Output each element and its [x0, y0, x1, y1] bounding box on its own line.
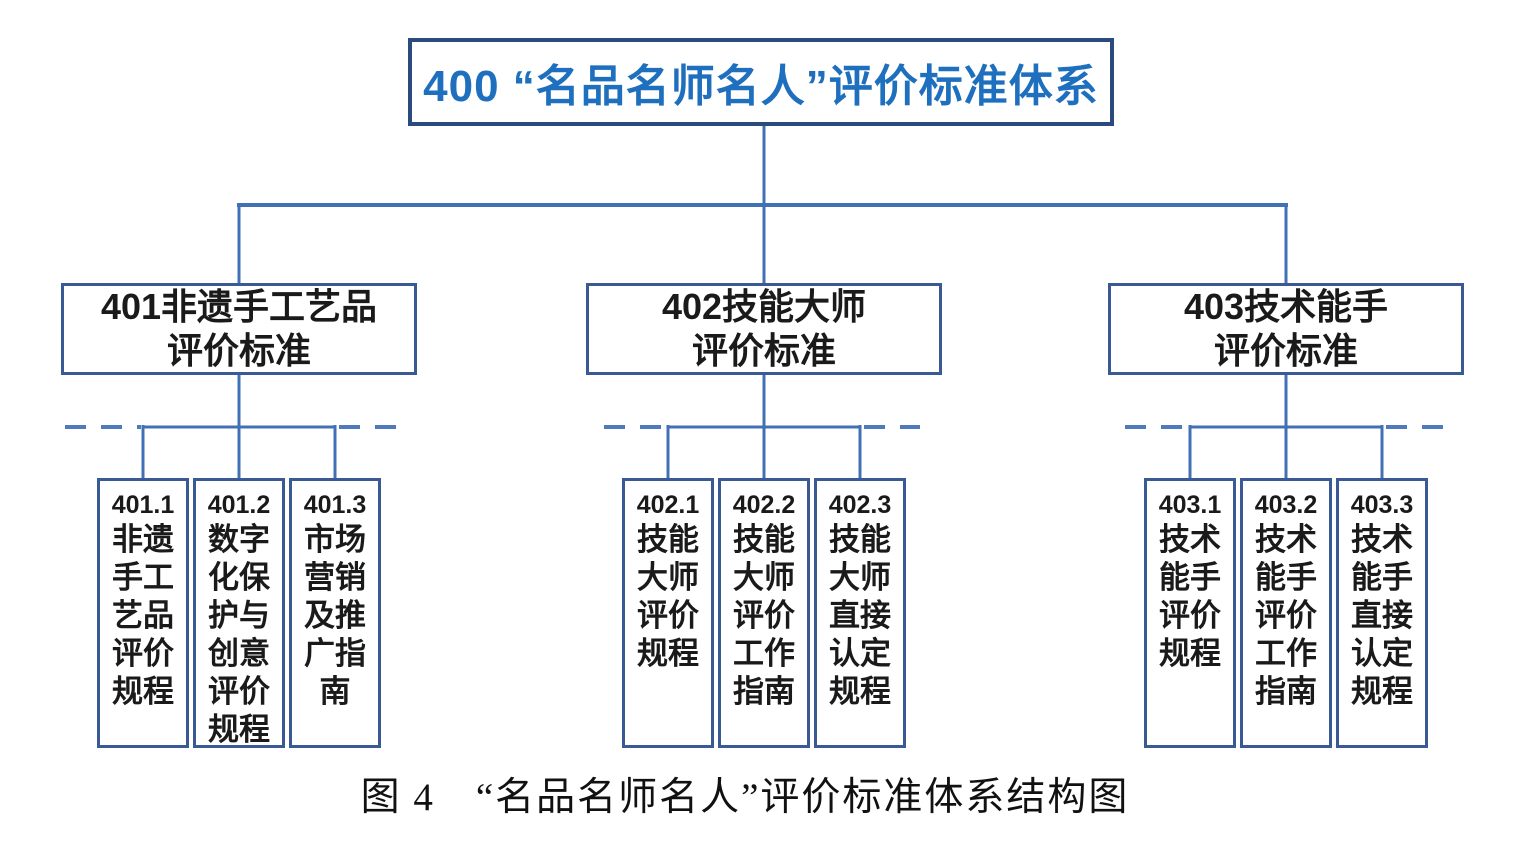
leaf-box-403-3: 403.3 技术 能手 直接 认定 规程 — [1336, 478, 1428, 748]
leaf-box-402-1: 402.1 技能 大师 评价 规程 — [622, 478, 714, 748]
leaf-title: 非遗 手工 艺品 评价 规程 — [112, 522, 174, 709]
leaf-box-403-1: 403.1 技术 能手 评价 规程 — [1144, 478, 1236, 748]
leaf-box-402-2: 402.2 技能 大师 评价 工作 指南 — [718, 478, 810, 748]
root-box-400: 400 “名品名师名人”评价标准体系 — [408, 38, 1114, 126]
leaf-box-401-3: 401.3 市场 营销 及推 广指 南 — [289, 478, 381, 748]
figure-caption: 图 4 “名品名师名人”评价标准体系结构图 — [360, 776, 1130, 819]
leaf-code: 403.2 — [1254, 491, 1318, 519]
leaf-code: 402.1 — [636, 491, 700, 519]
branch-401-label: 401非遗手工艺品 评价标准 — [100, 286, 378, 371]
branch-402-connector — [604, 373, 920, 480]
leaf-title: 技术 能手 评价 规程 — [1159, 522, 1221, 671]
leaf-title: 技能 大师 评价 规程 — [637, 522, 699, 671]
leaf-box-402-3: 402.3 技能 大师 直接 认定 规程 — [814, 478, 906, 748]
leaf-title: 技能 大师 直接 认定 规程 — [829, 522, 891, 709]
leaf-box-401-2: 401.2 数字 化保 护与 创意 评价 规程 — [193, 478, 285, 748]
root-label: 400 “名品名师名人”评价标准体系 — [423, 62, 1099, 111]
leaf-title: 市场 营销 及推 广指 南 — [304, 522, 366, 709]
leaf-code: 403.1 — [1158, 491, 1222, 519]
leaf-box-401-1: 401.1 非遗 手工 艺品 评价 规程 — [97, 478, 189, 748]
leaf-title: 数字 化保 护与 创意 评价 规程 — [208, 522, 270, 747]
branch-box-402: 402技能大师 评价标准 — [586, 283, 942, 375]
branch-401-connector — [65, 373, 401, 480]
leaf-title: 技能 大师 评价 工作 指南 — [733, 522, 795, 709]
leaf-code: 401.3 — [303, 491, 367, 519]
leaf-code: 401.1 — [111, 491, 175, 519]
branch-box-403: 403技术能手 评价标准 — [1108, 283, 1464, 375]
leaf-title: 技术 能手 评价 工作 指南 — [1255, 522, 1317, 709]
branch-403-connector — [1125, 373, 1448, 480]
branch-402-label: 402技能大师 评价标准 — [661, 286, 867, 371]
leaf-code: 403.3 — [1350, 491, 1414, 519]
leaf-box-403-2: 403.2 技术 能手 评价 工作 指南 — [1240, 478, 1332, 748]
leaf-title: 技术 能手 直接 认定 规程 — [1351, 522, 1413, 709]
leaf-code: 402.3 — [828, 491, 892, 519]
branch-403-label: 403技术能手 评价标准 — [1183, 286, 1389, 371]
root-connector — [237, 126, 1288, 285]
leaf-code: 402.2 — [732, 491, 796, 519]
branch-box-401: 401非遗手工艺品 评价标准 — [61, 283, 417, 375]
leaf-code: 401.2 — [207, 491, 271, 519]
